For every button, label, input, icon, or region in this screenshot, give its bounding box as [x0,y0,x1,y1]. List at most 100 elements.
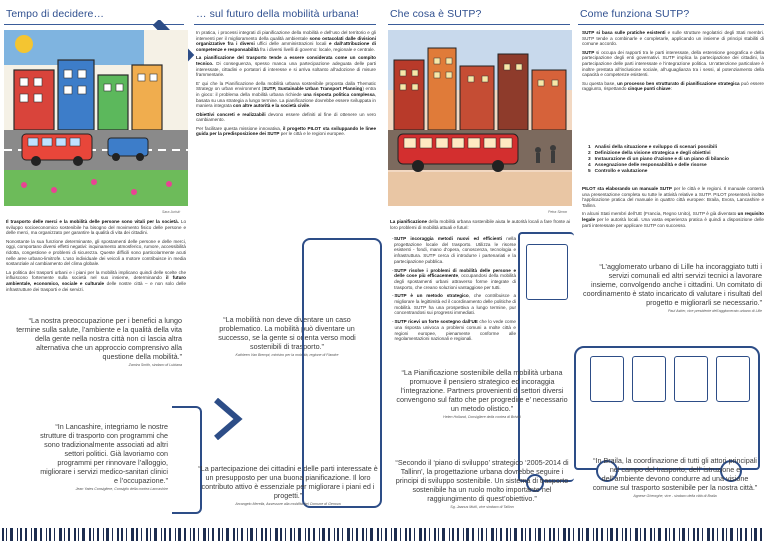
barcode-bar [17,528,18,541]
p3-intro-bold: La pianificazione [390,219,428,224]
barcode-bar [754,528,757,541]
quote-braila: “In Braila, la coordinazione di tutti gl… [590,456,760,499]
barcode-bar [601,528,603,541]
barcode-bar [25,528,27,541]
barcode-bar [751,528,752,541]
panel-4-body: SUTP si basa sulle pratiche esistenti e … [582,30,764,95]
p2-para3-c: , basata su una strategia a lungo termin… [196,92,376,109]
barcode-bar [31,528,32,541]
barcode-bar [305,528,306,541]
step-item: 3 Instaurazione di un piano d’azione e d… [588,157,729,162]
barcode-bar [506,528,508,541]
barcode-bar [313,528,315,541]
bus-window-decor [674,356,708,402]
barcode-bar [93,528,94,541]
barcode-bar [381,528,382,541]
barcode-bar [419,528,422,541]
bus-wheel-decor [720,460,742,482]
p4-para2: si occupa dei rapporti tra le parti inte… [582,49,764,78]
p2-para5-a: Per facilitare questa missione innovativ… [196,125,283,131]
panel-3-rule [388,24,570,25]
bullet-text: , che contribuisce a migliorare la legit… [394,293,516,316]
bus-window-decor [632,356,666,402]
barcode-bar [625,528,627,541]
city-drawing-picture [388,30,572,206]
barcode-bar [337,528,339,541]
barcode-bar [438,528,439,541]
barcode-bar [150,528,151,541]
quote-text: “La nostra preoccupazione per i benefici… [16,316,182,361]
barcode-bar [82,528,85,541]
barcode-bar [510,528,511,541]
barcode-bar [237,528,238,541]
p2-intro-b: uffici delle amministrazioni locali [254,41,330,47]
barcode-bar [472,528,474,541]
barcode-bar [64,528,65,541]
barcode-bar [334,528,335,541]
barcode-bar [452,528,454,541]
barcode-bar [466,528,469,541]
barcode-bar [347,528,350,541]
barcode-bar [424,528,426,541]
barcode-bar [10,528,13,541]
barcode-bar [126,528,127,541]
barcode-bar [491,528,494,541]
barcode-bar [429,528,430,541]
p2-para4: devono essere definiti al fine di ottene… [196,111,376,123]
barcode-bar [154,528,157,541]
p2-para3-b: ) entra in gioco: il problema della mobi… [196,86,376,98]
barcode-bar [730,528,733,541]
p3-intro: della mobilità urbana sostenibile aiuta … [390,219,570,230]
arrow-right-icon [214,398,243,440]
barcode-bar [586,528,589,541]
barcode-bar [610,528,613,541]
step-text: Analisi della situazione e sviluppo di s… [594,145,718,150]
barcode-bar [89,528,91,541]
barcode-bar [2,528,4,541]
barcode-bar [270,528,271,541]
step-item: 2 Definizione della visione strategica e… [588,151,711,156]
panel-4-body-2: PILOT sta elaborando un manuale SUTP per… [582,186,764,231]
children-drawing-picture [4,30,188,206]
barcode-bar [414,528,415,541]
barcode-bar [370,528,373,541]
panel-1-para-3b: delle nostre città – e non solo delle in… [6,281,187,292]
barcode-bar [169,528,171,541]
barcode-bar [222,528,223,541]
barcode-bar [212,528,214,541]
barcode-bar [538,528,541,541]
barcode-bar [582,528,583,541]
barcode-bar [59,528,62,541]
drawing-caption-2: Petra Simon [548,210,568,214]
p4-para1: e sulle strutture regolatrici degli Stat… [582,30,765,47]
panel-1-body: Il trasporto delle merci e la mobilità d… [6,219,186,295]
barcode-bar [481,528,483,541]
barcode-bar [521,528,523,541]
bullet-item: -SUTP incoraggia metodi nuovi ed efficie… [392,236,516,264]
panel-4-title: Come funziona SUTP? [580,8,690,20]
barcode-bar [593,528,594,541]
bus-wheel-decor [526,474,544,492]
quote-tallinn: “Secondo il ‘piano di sviluppo’ strategi… [392,458,572,510]
barcode-bar [563,528,566,541]
barcode-bar [400,528,401,541]
barcode-bar [208,528,209,541]
barcode-bar [409,528,411,541]
barcode-bar [46,528,47,541]
barcode-bar [722,528,724,541]
barcode-bar [190,528,191,541]
quote-author: Sg. Jaanus Mutli, vice sindaco di Tallin… [450,505,514,509]
barcode-bar [688,528,689,541]
p2-para3-bold: SUTP, Sustainable Urban Transport Planni… [263,86,363,92]
bus-window-decor [716,356,750,402]
barcode-bar [203,528,206,541]
barcode-bar [707,528,710,541]
barcode-bar [658,528,661,541]
step-item: 5 Controllo e valutazione [588,169,648,174]
bus-outline-decor [172,406,202,514]
bus-window-decor [526,244,568,300]
quote-genova: “La partecipazione dei cittadini e delle… [196,464,380,507]
p2-para5-bold: il progetto PILOT sta sviluppando le lin… [196,125,377,137]
barcode-bar [328,528,330,541]
p2-para3-bold2: una risposta politica complessa [303,92,375,98]
